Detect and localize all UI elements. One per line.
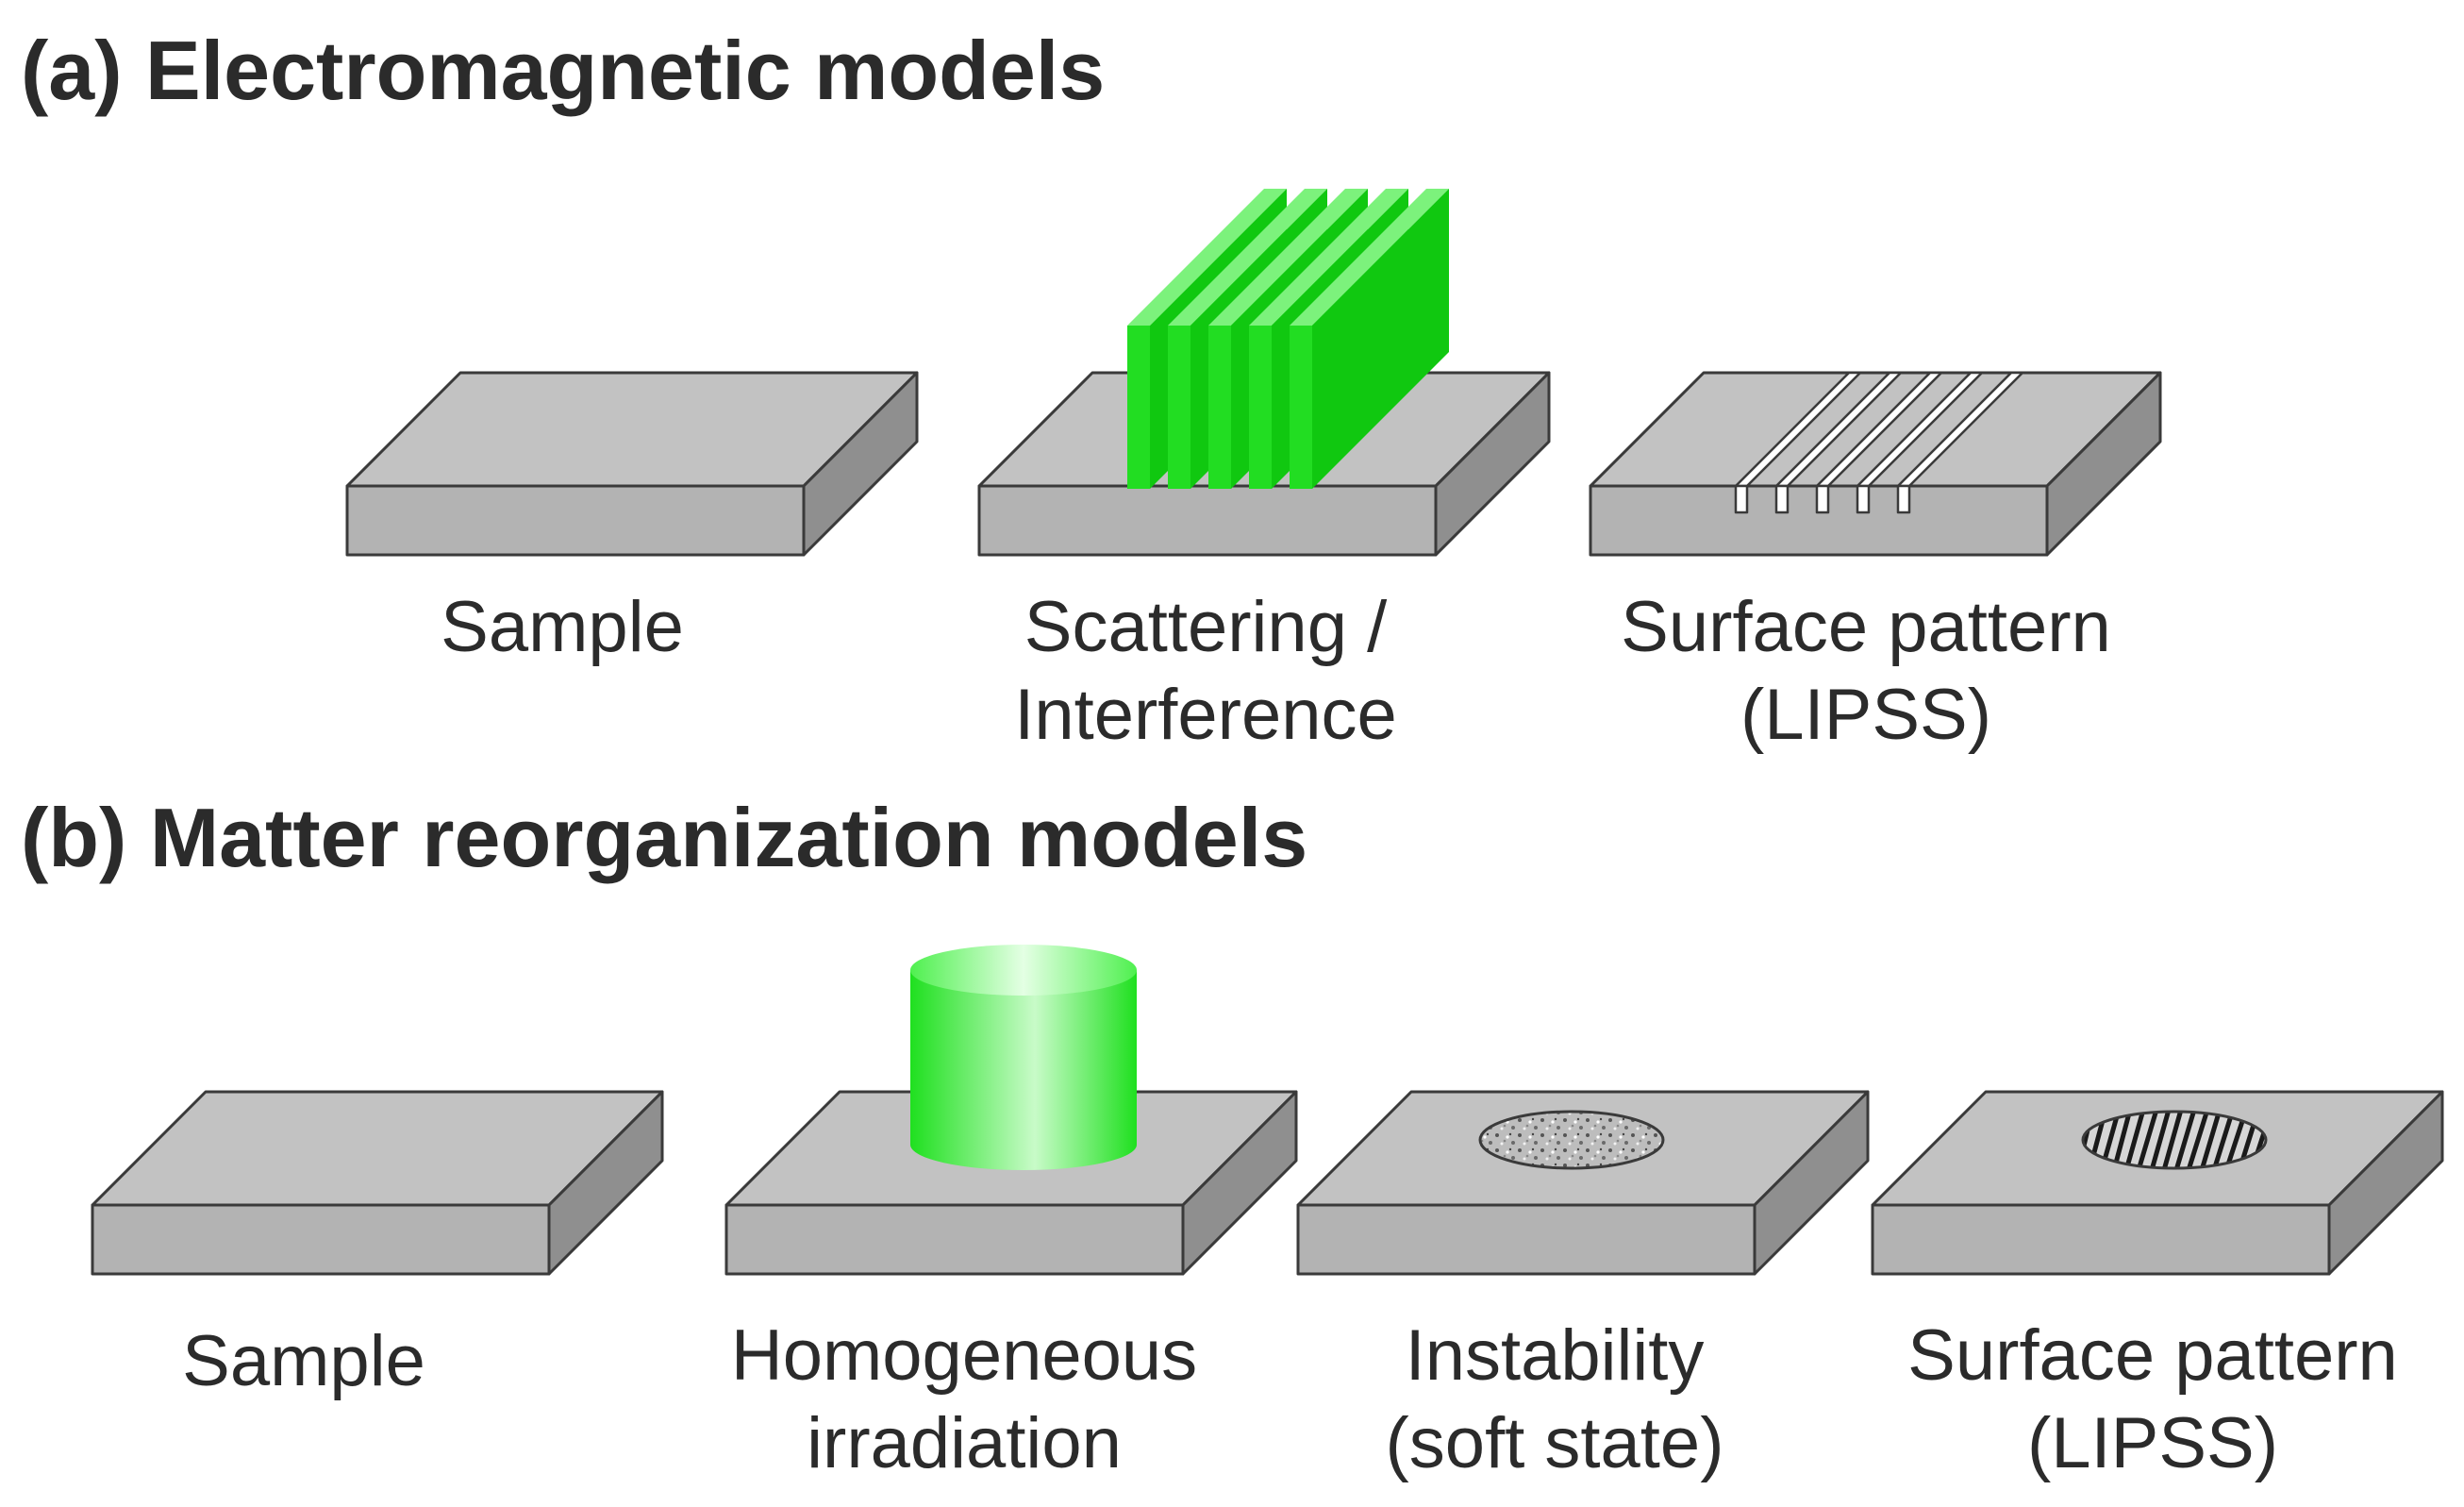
step-label-sample-b: Sample: [182, 1321, 425, 1401]
sample-slab-icon: [91, 1090, 664, 1276]
step-label-instability: Instability: [1406, 1315, 1705, 1396]
step-label-lipss-b: (LIPSS): [2027, 1403, 2278, 1483]
step-label-scattering: Scattering /: [1024, 587, 1388, 667]
panel-a-title: (a) Electromagnetic models: [21, 24, 1105, 117]
step-label-homogeneous: Homogeneous: [731, 1315, 1197, 1396]
step-label-surface-pattern-b: Surface pattern: [1907, 1315, 2398, 1396]
sample-slab-icon: [345, 371, 919, 557]
step-label-irradiation: irradiation: [807, 1403, 1122, 1483]
interference-fringe-planes-icon: [1127, 189, 1449, 489]
laser-beam-cylinder-icon: [910, 945, 1137, 1170]
step-label-soft-state: (soft state): [1386, 1403, 1724, 1483]
panel-b-title: (b) Matter reorganization models: [21, 791, 1307, 884]
step-label-lipss-a: (LIPSS): [1740, 675, 1991, 755]
step-label-interference: Interference: [1014, 675, 1397, 755]
rough-melt-spot-icon: [1478, 1110, 1665, 1170]
step-label-sample-a: Sample: [441, 587, 684, 667]
grooved-surface-icon: [1589, 371, 2162, 557]
step-label-surface-pattern-a: Surface pattern: [1621, 587, 2111, 667]
